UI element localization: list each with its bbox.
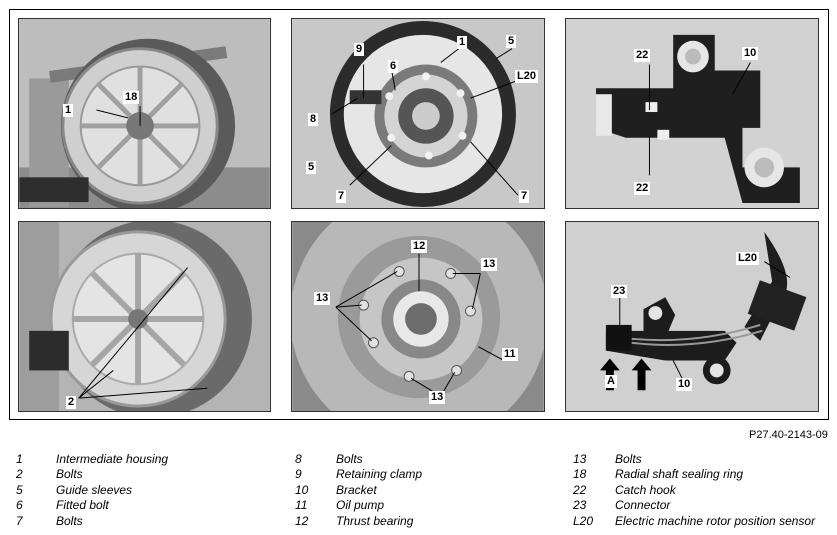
callout-label: 18	[123, 91, 140, 104]
legend-number: 1	[16, 452, 23, 466]
legend-description: Intermediate housing	[56, 452, 169, 466]
legend-description: Electric machine rotor position sensor	[615, 513, 816, 528]
legend-row: 23 Connector	[573, 498, 815, 513]
callout-label: 5	[306, 161, 317, 174]
legend-number: 9	[295, 467, 302, 482]
legend-row: 7 Bolts	[16, 514, 168, 529]
callout-label: 1	[457, 36, 468, 49]
legend-number: 5	[16, 482, 23, 497]
callout-label: 6	[388, 60, 399, 73]
housing-photo-illustration	[19, 19, 270, 208]
callout-label: 10	[676, 378, 693, 391]
legend-number: 10	[295, 482, 309, 497]
legend-number: 18	[573, 467, 587, 482]
legend-description: Bracket	[336, 482, 377, 497]
housing-bolts-photo-illustration	[19, 222, 270, 411]
legend-number: 22	[573, 482, 587, 497]
legend-row: 8 Bolts	[295, 452, 422, 467]
photo-panel-housing-bolts: 2	[18, 221, 271, 412]
figure-reference-code: P27.40-2143-09	[749, 429, 828, 441]
callout-label: 1	[63, 104, 74, 117]
legend-row: 13 Bolts	[573, 452, 815, 467]
figure-frame: 1 18	[9, 9, 829, 420]
photo-panel-thrust-bearing-bolts: 12 13 13 11 13	[291, 221, 545, 412]
legend-row: 6 Fitted bolt	[16, 498, 168, 513]
callout-label: 7	[336, 190, 347, 203]
legend-description: Oil pump	[336, 498, 385, 513]
legend-description: Bolts	[56, 513, 83, 528]
legend-description: Radial shaft sealing ring	[615, 467, 744, 482]
callout-label: 13	[429, 391, 446, 404]
callout-label: 2	[66, 396, 77, 409]
legend-description: Thrust bearing	[336, 513, 414, 528]
legend-number: 7	[16, 513, 23, 528]
legend-column-3: 13 Bolts 18 Radial shaft sealing ring 22 Catc…	[573, 452, 815, 529]
callout-label: 8	[308, 113, 319, 126]
legend-description: Fitted bolt	[56, 498, 109, 513]
legend-number: 6	[16, 498, 23, 513]
legend-row: 12 Thrust bearing	[295, 514, 422, 529]
callout-label: 5	[506, 35, 517, 48]
legend-description: Connector	[615, 498, 671, 513]
legend-number: 23	[573, 498, 587, 513]
callout-label: 11	[502, 348, 518, 361]
callout-label: L20	[515, 70, 538, 83]
callout-label: 13	[314, 292, 331, 305]
callout-label-a: A	[605, 375, 617, 388]
bracket-photo-illustration	[566, 19, 818, 208]
legend-description: Guide sleeves	[56, 482, 133, 497]
legend-number: L20	[573, 513, 594, 528]
callout-label: 23	[611, 285, 628, 298]
photo-panel-oil-pump-sleeves: 1 5 9 6 8 L20 5 7 7	[291, 18, 545, 209]
photo-panel-rotor-sensor-connector: L20 23 A 10	[565, 221, 819, 412]
legend-description: Catch hook	[615, 482, 676, 497]
callout-label: 10	[742, 47, 759, 60]
legend-row: L20 Electric machine rotor position senso…	[573, 514, 815, 529]
callout-label: L20	[736, 252, 759, 265]
legend-description: Bolts	[615, 452, 642, 466]
callout-label: 12	[411, 240, 428, 253]
photo-panel-intermediate-housing: 1 18	[18, 18, 271, 209]
legend-number: 8	[295, 452, 302, 466]
legend-number: 2	[16, 467, 23, 482]
callout-label: 13	[481, 258, 498, 271]
legend-row: 18 Radial shaft sealing ring	[573, 467, 815, 482]
callout-label: 9	[354, 43, 365, 56]
legend-number: 12	[295, 513, 309, 528]
legend-row: 2 Bolts	[16, 467, 168, 482]
legend-row: 5 Guide sleeves	[16, 483, 168, 498]
legend-number: 11	[295, 498, 308, 513]
callout-label: 22	[634, 182, 651, 195]
legend-description: Bolts	[336, 452, 363, 466]
oil-pump-photo-illustration	[292, 19, 544, 208]
legend-description: Retaining clamp	[336, 467, 423, 482]
legend-row: 1 Intermediate housing	[16, 452, 168, 467]
legend-row: 22 Catch hook	[573, 483, 815, 498]
callout-label: 22	[634, 49, 651, 62]
callout-label: 7	[519, 190, 530, 203]
legend-row: 10 Bracket	[295, 483, 422, 498]
legend-description: Bolts	[56, 467, 83, 482]
photo-panel-bracket-catch-hooks: 22 10 22	[565, 18, 819, 209]
legend-row: 9 Retaining clamp	[295, 467, 422, 482]
legend-column-2: 8 Bolts 9 Retaining clamp 10 Bracket 11 Oil pum…	[295, 452, 422, 529]
legend-row: 11 Oil pump	[295, 498, 422, 513]
legend-number: 13	[573, 452, 587, 466]
